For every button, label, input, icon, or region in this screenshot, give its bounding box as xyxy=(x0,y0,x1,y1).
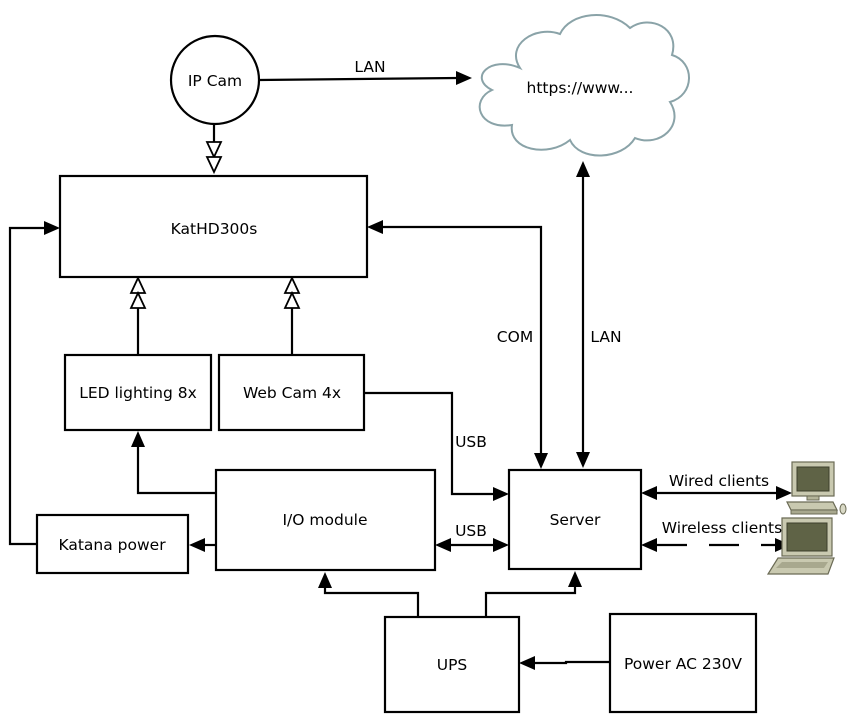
kathd300s-node: KatHD300s xyxy=(58,174,369,279)
webcam-kathd-connector xyxy=(283,275,301,355)
ups-server-connector xyxy=(484,571,582,617)
wired-clients-label: Wired clients xyxy=(669,472,769,490)
ipcam-lan-label: LAN xyxy=(354,58,385,76)
internet-label: https://www... xyxy=(527,79,634,97)
wired-clients-connector: Wired clients xyxy=(641,472,792,500)
server-node: Server xyxy=(507,468,643,571)
katana-power-label: Katana power xyxy=(58,536,166,554)
ip-cam-label: IP Cam xyxy=(188,72,242,90)
power-ups-connector xyxy=(519,656,610,670)
led-lighting-node: LED lighting 8x xyxy=(63,353,213,432)
ups-label: UPS xyxy=(437,656,468,674)
ups-node: UPS xyxy=(383,615,521,714)
web-cam-label: Web Cam 4x xyxy=(243,384,341,402)
usb-io-label: USB xyxy=(455,522,487,540)
com-label: COM xyxy=(497,328,533,346)
kathd300s-label: KatHD300s xyxy=(171,220,258,238)
led-lighting-label: LED lighting 8x xyxy=(79,384,197,402)
ipcam-kathd-connector xyxy=(205,124,223,175)
power-ac-label: Power AC 230V xyxy=(624,655,742,673)
io-module-label: I/O module xyxy=(282,511,367,529)
kathd-server-com-connector: COM xyxy=(367,220,548,469)
wireless-clients-label: Wireless clients xyxy=(662,519,782,537)
power-ac-node: Power AC 230V xyxy=(608,612,758,714)
cloud-icon xyxy=(478,14,690,157)
katana-power-node: Katana power xyxy=(35,513,190,575)
io-katana-connector xyxy=(189,538,216,552)
web-cam-node: Web Cam 4x xyxy=(217,353,366,432)
wireless-clients-connector: Wireless clients xyxy=(641,519,791,552)
ip-cam-node: IP Cam xyxy=(169,34,261,126)
laptop-computer-icon xyxy=(766,517,835,575)
io-led-connector xyxy=(131,431,216,495)
server-lan-label: LAN xyxy=(590,328,621,346)
ups-io-connector xyxy=(318,572,420,617)
usb-webcam-label: USB xyxy=(455,433,487,451)
internet-cloud: https://www... xyxy=(478,14,690,157)
webcam-server-usb-connector: USB xyxy=(364,391,509,501)
io-server-usb-connector: USB xyxy=(435,522,509,552)
cloud-server-lan-connector: LAN xyxy=(576,161,622,468)
desktop-computer-icon xyxy=(786,461,847,515)
katana-kathd-connector xyxy=(8,221,60,546)
server-label: Server xyxy=(550,511,601,529)
io-module-node: I/O module xyxy=(214,468,437,572)
led-kathd-connector xyxy=(129,275,147,355)
ipcam-lan-connector: LAN xyxy=(258,58,472,85)
